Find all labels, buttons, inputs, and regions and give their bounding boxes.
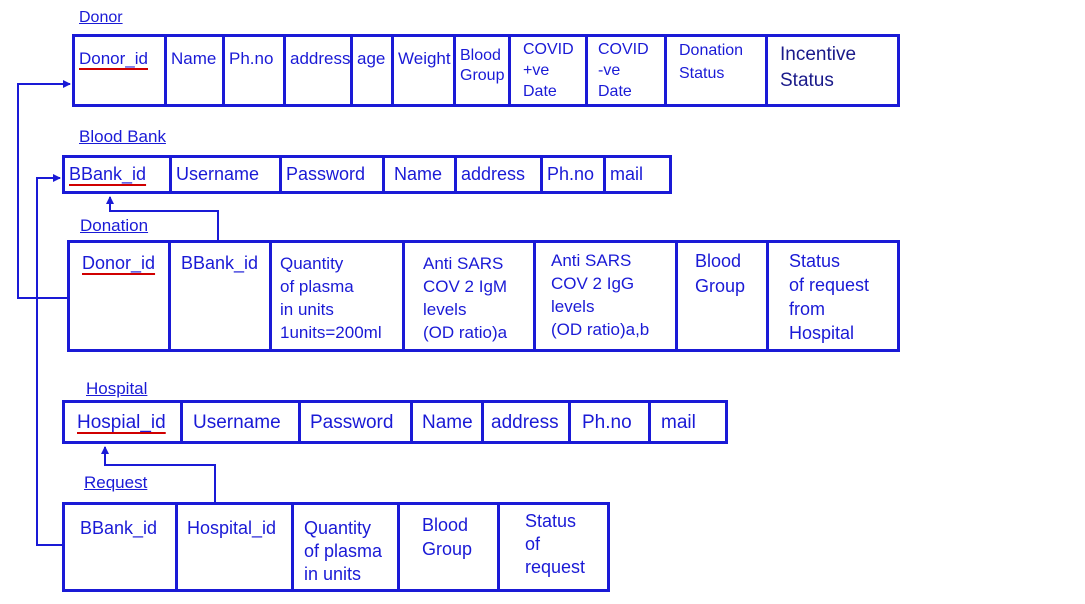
blood-bank-table: BBank_id Username Password Name address … (62, 155, 672, 194)
request-to-blood-bank-arrow (36, 174, 62, 546)
hospital-col-hospial-id: Hospial_id (65, 403, 183, 441)
donor-col-address: address (286, 37, 353, 104)
request-col-bbank-id: BBank_id (65, 505, 178, 589)
donor-table: Donor_id Name Ph.no address age Weight B… (72, 34, 900, 107)
donation-col-igm-levels: Anti SARS COV 2 IgM levels (OD ratio)a (405, 243, 536, 349)
donation-col-quantity: Quantity of plasma in units 1units=200ml (272, 243, 405, 349)
hospital-table: Hospial_id Username Password Name addres… (62, 400, 728, 444)
donation-col-igg-levels: Anti SARS COV 2 IgG levels (OD ratio)a,b (536, 243, 678, 349)
hospital-col-address: address (484, 403, 571, 441)
hospital-col-phno: Ph.no (571, 403, 651, 441)
blood-bank-col-address: address (457, 158, 543, 191)
blood-bank-col-phno: Ph.no (543, 158, 606, 191)
request-table: BBank_id Hospital_id Quantity of plasma … (62, 502, 610, 592)
donor-col-donor-id: Donor_id (75, 37, 167, 104)
request-col-blood-group: Blood Group (400, 505, 500, 589)
donor-col-weight: Weight (394, 37, 456, 104)
donor-col-donation-status: Donation Status (667, 37, 768, 104)
donor-col-covid-positive-date: COVID +ve Date (511, 37, 588, 104)
donor-col-phno: Ph.no (225, 37, 286, 104)
hospital-col-username: Username (183, 403, 301, 441)
blood-bank-col-password: Password (282, 158, 385, 191)
blood-bank-col-mail: mail (610, 164, 644, 184)
hospital-table-title: Hospital (86, 379, 148, 398)
donation-col-blood-group: Blood Group (678, 243, 769, 349)
donation-table: Donor_id BBank_id Quantity of plasma in … (67, 240, 900, 352)
donation-col-bbank-id: BBank_id (171, 243, 272, 349)
hospital-col-name: Name (413, 403, 484, 441)
request-col-status-of-request: Status of request (525, 511, 586, 577)
donor-table-title: Donor (79, 9, 123, 26)
donation-table-title: Donation (80, 216, 149, 235)
request-col-quantity: Quantity of plasma in units (294, 505, 400, 589)
donor-col-blood-group: Blood Group (456, 37, 511, 104)
blood-bank-col-name: Name (385, 158, 457, 191)
donor-col-age: age (353, 37, 394, 104)
donor-col-incentive-status: Incentive Status (780, 44, 857, 91)
donation-col-status-of-request: Status of request from Hospital (789, 251, 870, 343)
blood-bank-col-bbank-id: BBank_id (65, 158, 172, 191)
hospital-col-mail: mail (661, 412, 696, 433)
request-col-hospital-id: Hospital_id (178, 505, 294, 589)
request-table-title: Request (84, 473, 148, 492)
blood-bank-table-title: Blood Bank (79, 127, 166, 146)
donor-col-covid-negative-date: COVID -ve Date (588, 37, 667, 104)
hospital-col-password: Password (301, 403, 413, 441)
blood-bank-col-username: Username (172, 158, 282, 191)
donor-col-name: Name (167, 37, 225, 104)
donation-col-donor-id: Donor_id (70, 243, 171, 349)
